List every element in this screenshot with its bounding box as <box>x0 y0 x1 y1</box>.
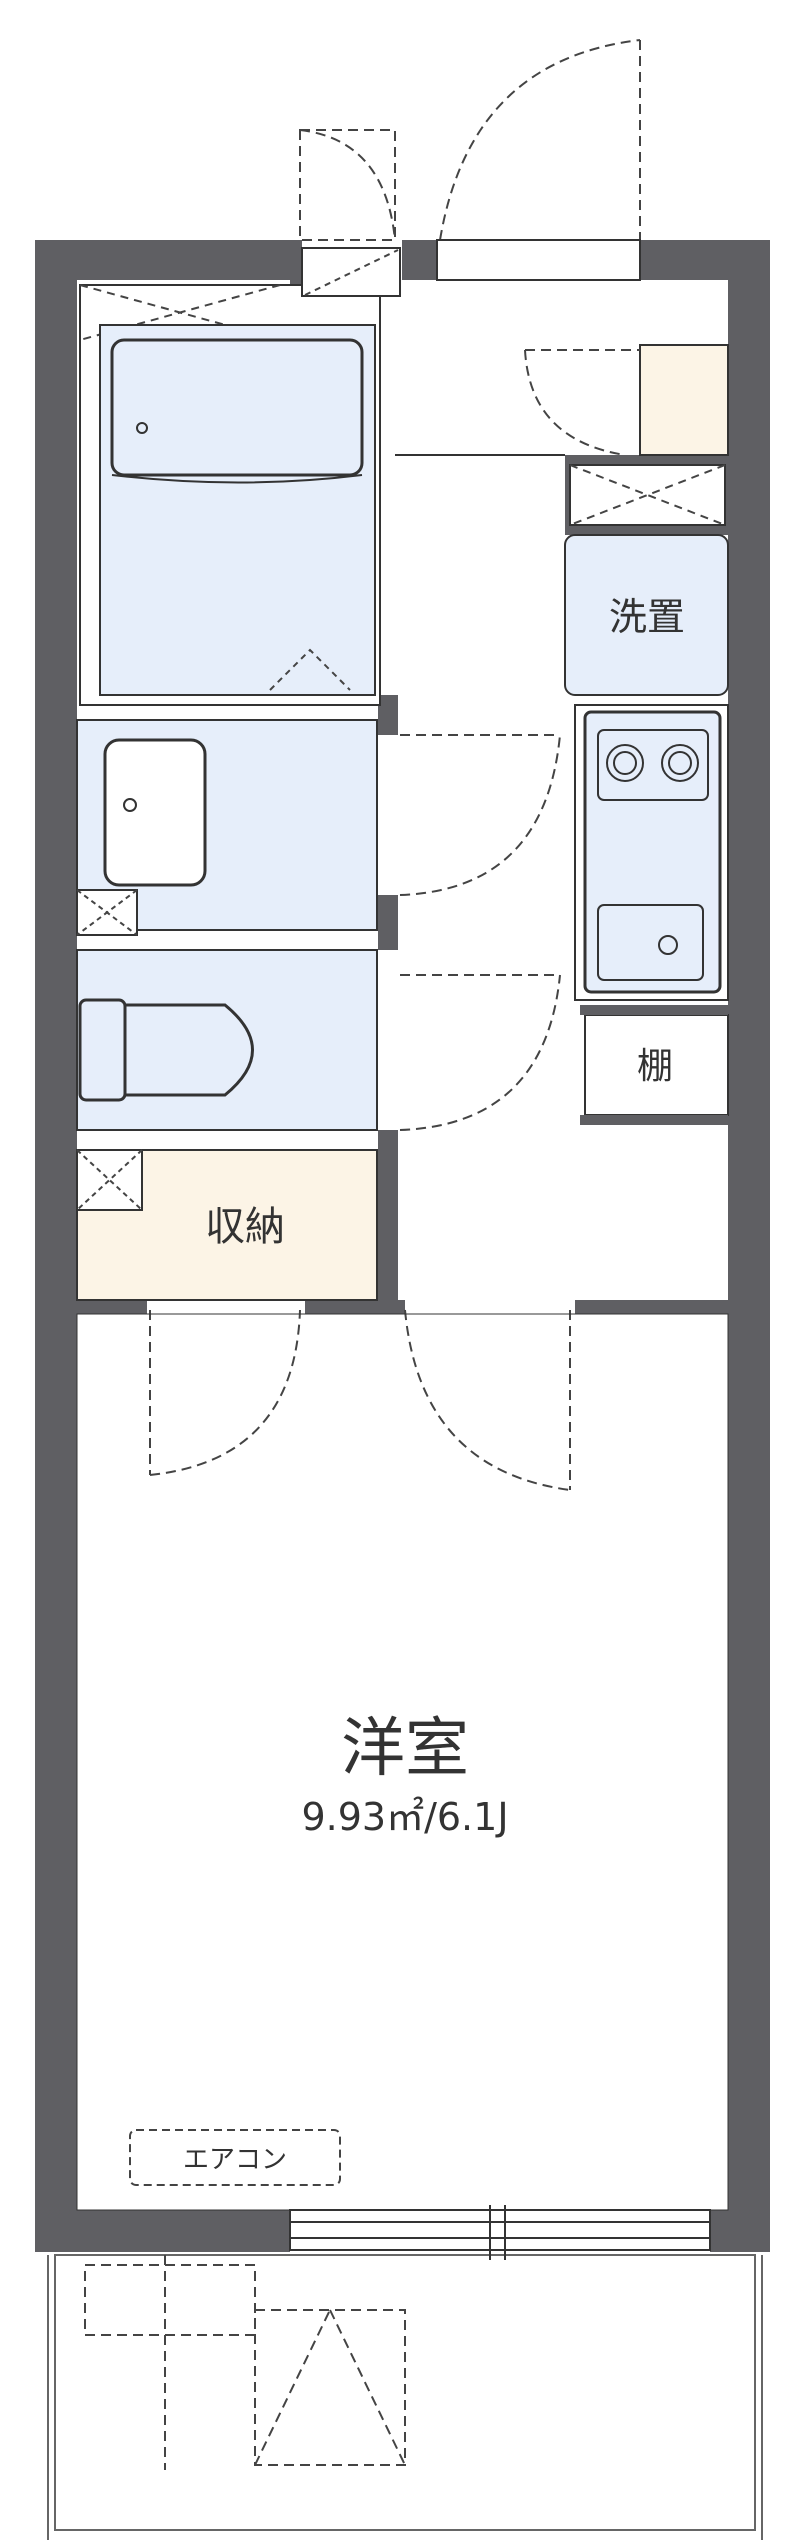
entrance-door <box>439 39 641 241</box>
washroom-door <box>399 734 561 896</box>
entrance-opening <box>436 239 641 281</box>
air-conditioner <box>129 2129 341 2186</box>
unit-bath <box>79 284 381 706</box>
burner-icon <box>606 744 644 782</box>
room-name: 洋室 <box>341 1712 469 1786</box>
storage-label: 収納 <box>205 1204 285 1250</box>
kitchen-sink <box>597 904 704 981</box>
toilet-room <box>76 949 378 1131</box>
burner-icon <box>661 744 699 782</box>
shoe-box <box>639 344 729 456</box>
faucet-icon <box>123 798 137 812</box>
evacuation-hatch <box>254 2309 406 2466</box>
doors <box>149 39 641 1491</box>
western-room: 洋室 9.93㎡/6.1J エアコン <box>76 1313 729 2211</box>
washbasin <box>103 738 207 887</box>
shelf: 棚 <box>580 1005 729 1125</box>
balcony <box>47 2254 763 2540</box>
balcony-window <box>289 2205 711 2260</box>
toilet-door <box>399 974 561 1131</box>
laundry-area: 洗置 <box>564 464 729 696</box>
outdoor-unit <box>84 2264 256 2336</box>
shelf-label: 棚 <box>637 1046 673 1087</box>
bathtub <box>110 338 364 477</box>
room-door <box>404 1309 571 1491</box>
aircon-label: エアコン <box>183 2145 287 2175</box>
kitchen <box>574 704 729 1001</box>
storage: 収納 <box>76 1149 378 1301</box>
room-area: 9.93㎡/6.1J <box>301 1795 508 1839</box>
washing-machine-space <box>564 534 729 696</box>
drain-icon <box>136 422 148 434</box>
toilet-tank <box>78 998 127 1102</box>
washroom <box>76 719 378 936</box>
small-door <box>299 129 396 241</box>
stove <box>597 729 709 801</box>
storage-door <box>149 1309 301 1476</box>
laundry-label: 洗置 <box>609 595 685 639</box>
toilet-bowl <box>123 1003 254 1097</box>
